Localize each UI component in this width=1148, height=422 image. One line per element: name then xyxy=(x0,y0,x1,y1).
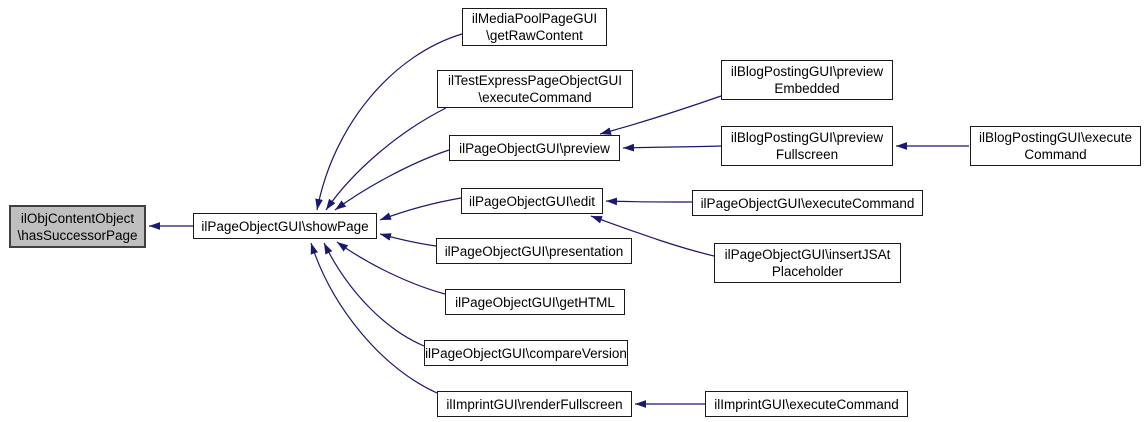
node-presentation[interactable]: ilPageObjectGUI\presentation xyxy=(436,238,632,264)
node-label: Embedded xyxy=(774,81,840,96)
edge-pageObjectExecuteCommand-edit xyxy=(605,197,693,206)
node-label: ilBlogPostingGUI\preview xyxy=(730,64,884,79)
node-label: ilObjContentObject xyxy=(20,210,135,226)
node-label: ilMediaPoolPageGUI xyxy=(471,11,598,26)
node-label: ilBlogPostingGUI\execute xyxy=(978,130,1133,145)
node-renderFullscreen[interactable]: ilImprintGUI\renderFullscreen xyxy=(437,391,632,417)
node-label: ilPageObjectGUI\insertJSAt xyxy=(724,247,891,262)
edge-presentation-showPage xyxy=(379,233,437,247)
node-label: ilImprintGUI\renderFullscreen xyxy=(446,396,623,412)
edge-previewEmbedded-preview xyxy=(599,95,722,135)
edge-previewFullscreen-preview xyxy=(622,143,722,152)
node-previewEmbedded[interactable]: ilBlogPostingGUI\preview Embedded xyxy=(721,60,893,100)
node-label: Command xyxy=(1024,147,1087,162)
node-label: ilPageObjectGUI\compareVersion xyxy=(425,345,627,361)
node-label: ilPageObjectGUI\edit xyxy=(468,193,596,209)
node-label: \executeCommand xyxy=(478,90,592,105)
node-compareVersion[interactable]: ilPageObjectGUI\compareVersion xyxy=(424,340,628,366)
node-label: Placeholder xyxy=(771,264,844,279)
edge-testExpressExecuteCommand-showPage xyxy=(325,107,447,211)
node-label: ilPageObjectGUI\executeCommand xyxy=(700,195,915,211)
node-label: ilBlogPostingGUI\preview xyxy=(730,130,884,145)
edge-edit-showPage xyxy=(379,197,462,221)
node-previewFullscreen[interactable]: ilBlogPostingGUI\preview Fullscreen xyxy=(721,126,893,166)
edge-getHTML-showPage xyxy=(336,241,446,295)
node-imprintExecuteCommand[interactable]: ilImprintGUI\executeCommand xyxy=(705,391,908,417)
node-pageObjectExecuteCommand[interactable]: ilPageObjectGUI\executeCommand xyxy=(692,190,923,216)
edge-compareVersion-showPage xyxy=(323,242,425,347)
node-label: Fullscreen xyxy=(775,147,839,162)
node-label: ilTestExpressPageObjectGUI xyxy=(447,73,623,88)
edge-renderFullscreen-showPage xyxy=(310,242,438,394)
node-label: ilImprintGUI\executeCommand xyxy=(714,396,899,412)
node-testExpressExecuteCommand[interactable]: ilTestExpressPageObjectGUI \executeComma… xyxy=(437,70,633,108)
node-label: ilPageObjectGUI\presentation xyxy=(444,243,624,259)
node-hasSuccessorPage: ilObjContentObject \hasSuccessorPage xyxy=(9,205,146,248)
node-label: \getRawContent xyxy=(486,28,583,43)
node-getRawContent[interactable]: ilMediaPoolPageGUI \getRawContent xyxy=(462,8,607,46)
node-preview[interactable]: ilPageObjectGUI\preview xyxy=(449,135,620,161)
node-label: ilPageObjectGUI\showPage xyxy=(201,218,369,234)
node-label: ilPageObjectGUI\getHTML xyxy=(455,294,615,310)
node-getHTML[interactable]: ilPageObjectGUI\getHTML xyxy=(445,289,625,315)
node-insertJSAtPlaceholder[interactable]: ilPageObjectGUI\insertJSAt Placeholder xyxy=(714,243,901,283)
node-showPage[interactable]: ilPageObjectGUI\showPage xyxy=(193,213,377,239)
edge-insertJSAtPlaceholder-edit xyxy=(590,215,715,257)
edge-preview-showPage xyxy=(334,149,450,211)
node-edit[interactable]: ilPageObjectGUI\edit xyxy=(461,188,603,214)
node-blogExecuteCommand[interactable]: ilBlogPostingGUI\execute Command xyxy=(970,126,1141,166)
node-label: ilPageObjectGUI\preview xyxy=(459,140,610,156)
edge-getRawContent-showPage xyxy=(315,33,463,211)
node-label: \hasSuccessorPage xyxy=(17,227,138,243)
